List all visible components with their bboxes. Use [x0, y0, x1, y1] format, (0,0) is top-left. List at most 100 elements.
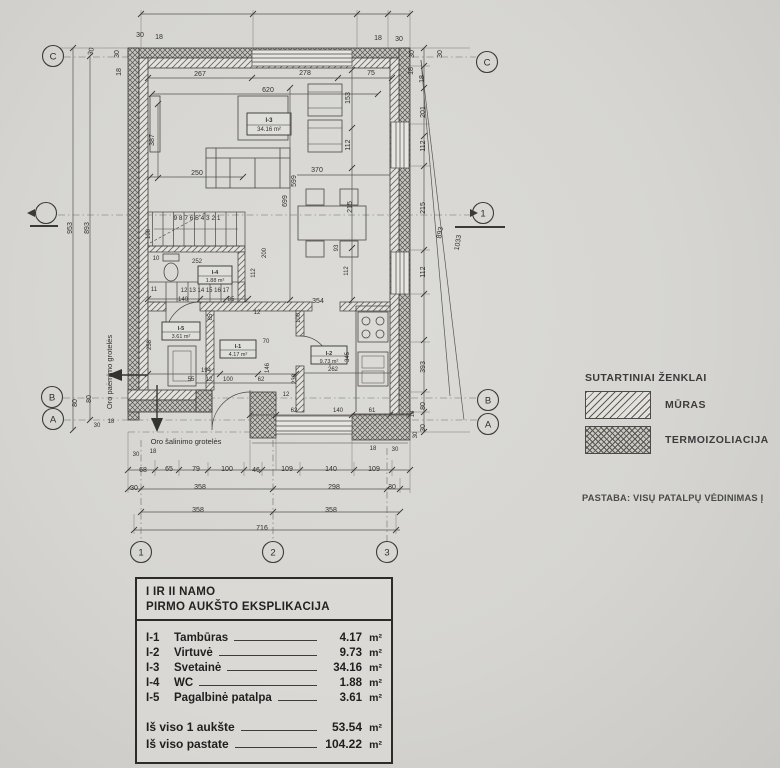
dim-label: 30 — [388, 484, 396, 491]
dim-label: 358 — [194, 484, 206, 491]
dim-label: 80 — [420, 402, 427, 410]
dim-label: 893 — [84, 222, 91, 234]
legend-item-termo: TERMOIZOLIACIJA — [585, 426, 780, 454]
air-exhaust-label: Oro šalinimo grotelės — [151, 437, 222, 446]
grid-bubble-label: A — [485, 420, 492, 431]
dim-label: 18 — [108, 419, 115, 425]
grid-bubble-label: B — [49, 393, 55, 404]
wall-left-outer — [127, 47, 140, 421]
dim-label: 46 — [252, 467, 260, 474]
dim-label: 140 — [333, 408, 344, 414]
dim-label: 30 — [87, 47, 96, 56]
room-area-i1: 4.17 m² — [229, 352, 248, 358]
dim-label: 358 — [325, 507, 337, 514]
dim-label: 109 — [281, 466, 293, 473]
dim-label: 18 — [150, 449, 157, 455]
dim-label: 75 — [367, 70, 375, 77]
dim-label: 30 — [437, 50, 444, 58]
grid-bubble — [475, 50, 499, 74]
dim-label: 18 — [410, 410, 416, 417]
dim-label: 30 — [420, 424, 427, 432]
dim-label: 252 — [192, 259, 203, 265]
dim-label: 11 — [151, 287, 158, 293]
dim-label: 18 — [419, 75, 426, 83]
dim-label: 1033 — [454, 234, 464, 251]
sink-icon — [357, 351, 389, 387]
dim-label: 146 — [265, 362, 271, 373]
boiler-icon — [167, 345, 197, 387]
grid-bubble-label: C — [50, 52, 57, 63]
dim-label: 599 — [291, 175, 298, 187]
dim-label: 30 — [409, 50, 416, 58]
legend-item-muras: MŪRAS — [585, 391, 780, 419]
armchair-2 — [307, 119, 343, 153]
dim-label: 62 — [291, 408, 298, 414]
wall-right-inner — [389, 57, 400, 433]
grid-bubble-label: 1 — [480, 209, 485, 220]
dim-label: 18 — [370, 446, 377, 452]
legend-label: MŪRAS — [665, 399, 706, 411]
dim-label: 30 — [392, 447, 399, 453]
dim-label: 258 — [147, 339, 153, 350]
note-pastaba: PASTABA: VISŲ PATALPŲ VĖDINIMAS Į — [582, 493, 764, 503]
intake-arrow — [107, 369, 122, 381]
dim-label: 298 — [328, 484, 340, 491]
chair — [305, 188, 325, 206]
grid-bubble — [40, 385, 64, 409]
dim-label: 699 — [282, 195, 289, 207]
dim-label: 354 — [312, 298, 324, 305]
grid-bubble — [476, 412, 500, 436]
table-title-line1: I IR II NAMO — [146, 586, 216, 598]
dim-label: 112 — [344, 266, 350, 276]
explication-table: I IR II NAMO PIRMO AUKŠTO EKSPLIKACIJA I… — [135, 577, 393, 764]
dim-label: 201 — [420, 106, 427, 118]
dim-label: 140 — [325, 466, 337, 473]
dim-label: 112 — [420, 140, 427, 151]
walls — [127, 47, 411, 441]
dim-label: 215 — [420, 202, 427, 214]
toilet-tank — [162, 253, 180, 262]
grid-bubble-label: 3 — [384, 548, 389, 559]
dim-label: 716 — [256, 525, 268, 532]
wall-pier — [195, 389, 213, 413]
dim-label: 30 — [133, 452, 140, 458]
dim-label: 100 — [221, 466, 233, 473]
room-label-boxes — [161, 112, 348, 365]
room-area-i2: 9.73 m² — [320, 359, 339, 365]
dim-label: 12 — [254, 310, 261, 316]
tv-bench — [149, 95, 161, 153]
dim-label: 85 — [208, 313, 214, 320]
dim-label: 18 — [408, 67, 415, 75]
legend-label: TERMOIZOLIACIJA — [665, 434, 769, 446]
dim-label: 153 — [345, 92, 352, 104]
dim-label: 80 — [72, 399, 79, 407]
room-id-i3: I-3 — [265, 118, 273, 124]
dim-label: 278 — [299, 70, 311, 77]
ventilation-arrows — [107, 369, 163, 432]
muras-hatch-swatch — [585, 391, 651, 419]
grid-bubble — [41, 407, 65, 431]
toilet-icon — [163, 262, 179, 282]
dim-label: 70 — [263, 339, 270, 345]
dim-label: 12 — [283, 392, 290, 398]
dim-label: 30 — [395, 36, 403, 43]
dim-label: 262 — [328, 367, 339, 373]
dim-label: 215 — [347, 201, 354, 213]
armchair-1 — [307, 83, 343, 117]
room-area-i4: 1.88 m² — [206, 278, 225, 284]
room-id-i1: I-1 — [235, 344, 241, 350]
room-id-i2: I-2 — [326, 351, 332, 357]
dim-label: 30 — [130, 485, 138, 492]
dim-label: 112 — [420, 266, 427, 277]
termo-hatch-swatch — [585, 426, 651, 454]
dim-label: 112 — [345, 139, 352, 150]
dim-label: 93 — [334, 244, 340, 251]
